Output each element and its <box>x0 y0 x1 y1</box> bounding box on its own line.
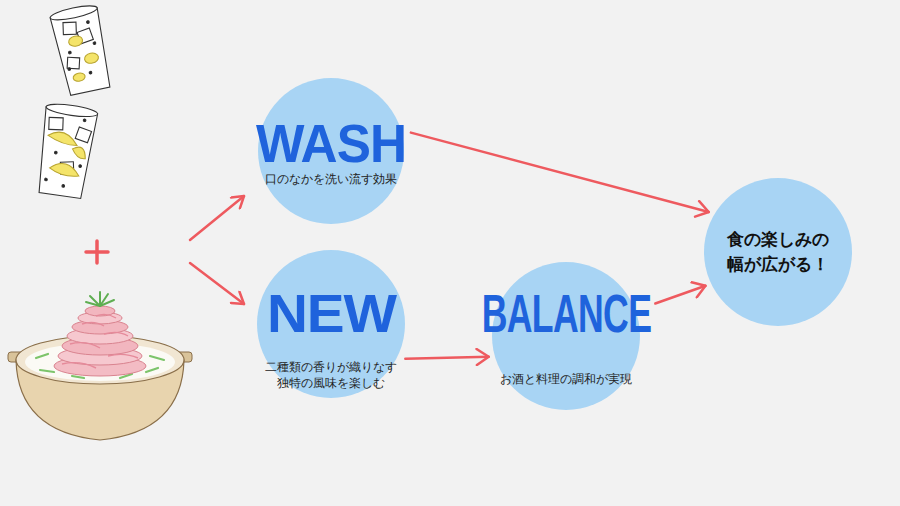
keyword-heading: NEW <box>266 288 395 339</box>
description-text: 二種類の香りが織りなす 独特の風味を楽しむ <box>261 359 401 391</box>
keyword-heading: WASH <box>256 118 406 169</box>
flow-arrow <box>405 357 488 359</box>
circle-node: 食の楽しみの 幅が広がる！ <box>704 178 852 326</box>
glass-upper <box>49 3 114 96</box>
description-text: お酒と料理の調和が実現 <box>496 371 636 387</box>
keyword-heading: BALANCE <box>481 288 651 339</box>
circle-node: WASH 口のなかを洗い流す効果 <box>258 78 404 224</box>
input-arrows <box>190 196 244 304</box>
result-text: 食の楽しみの 幅が広がる！ <box>724 227 832 278</box>
circle-node: NEW 二種類の香りが織りなす 独特の風味を楽しむ <box>257 250 405 398</box>
hot-pot <box>8 292 192 440</box>
flow-arrow <box>411 133 709 212</box>
glass-lower <box>34 102 98 199</box>
flow-arrow <box>655 286 705 304</box>
circle-node: BALANCEお酒と料理の調和が実現 <box>492 262 640 410</box>
description-text: 口のなかを洗い流す効果 <box>261 171 401 187</box>
plus-sign <box>86 241 108 263</box>
